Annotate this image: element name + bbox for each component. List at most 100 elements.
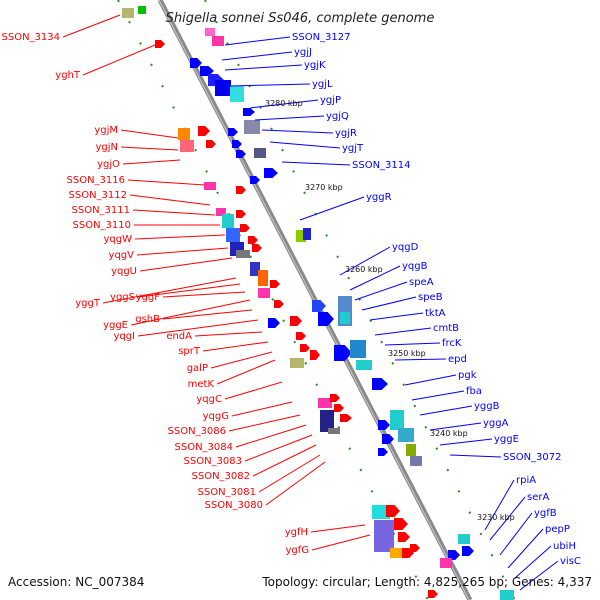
gene-feature-arrow [155,40,165,48]
gene-label-left: ygfG [285,545,309,556]
gene-feature-block [180,140,194,152]
gene-label-right: ygjR [335,128,357,139]
leader-line-left [134,234,226,240]
gene-label-left: SSON_3134 [2,32,61,43]
leader-line-left [102,277,237,304]
gene-feature-block [258,270,268,286]
kbp-tick-label: 3230 kbp [477,513,515,522]
gene-label-left: SSON_3086 [168,426,227,437]
leader-line-left [132,209,216,216]
gene-feature-block [390,548,404,558]
gene-feature-arrow [270,280,280,288]
leader-line-right [394,358,447,361]
gene-feature-block [296,230,306,242]
gene-feature-arrow [462,546,474,556]
gene-feature-arrow [268,318,280,328]
gene-label-left: galP [187,363,208,374]
kbp-tick-label: 3280 kbp [265,99,303,108]
gene-feature-block [122,8,134,18]
gene-feature-arrow [398,532,410,542]
gene-feature-arrow [300,344,310,352]
gene-label-right: ygfB [534,508,557,519]
gene-feature-arrow [312,300,326,312]
leader-line-left [265,461,326,506]
leader-line-left [162,309,253,320]
gene-label-left: ygjO [97,159,120,170]
leader-line-left [130,299,251,326]
leader-line-left [224,381,283,400]
gene-feature-block [340,312,350,324]
leader-line-left [194,331,263,337]
gene-feature-block [500,590,514,600]
gene-label-left: SSON_3111 [72,205,131,216]
gene-feature-arrow [248,236,258,244]
gene-label-left: ygfH [285,527,308,538]
genome-summary: Topology: circular; Length: 4,825,265 bp… [261,575,592,589]
gene-feature-arrow [378,420,390,430]
accession-label: Accession: NC_007384 [8,575,144,589]
gene-label-left: yggS [110,292,135,303]
gene-feature-arrow [330,394,340,402]
leader-line-right [299,196,365,221]
gene-feature-block [356,360,372,370]
gene-feature-arrow [198,126,210,136]
gene-feature-block [178,128,190,140]
gene-feature-block [250,262,260,276]
gene-label-right: frcK [442,338,462,349]
gene-label-right: visC [560,556,581,567]
gene-label-left: ygjN [95,142,118,153]
gene-label-left: gshB [135,314,160,325]
gene-feature-arrow [252,244,262,252]
gene-feature-block [230,86,244,102]
gene-label-right: speB [418,292,443,303]
gene-feature-arrow [334,404,344,412]
gene-label-left: yggE [103,320,128,331]
leader-line-right [411,390,465,401]
gene-label-right: ygjP [320,95,341,106]
gene-feature-arrow [200,66,214,76]
leader-line-left [202,341,269,352]
kbp-tick-label: 3270 kbp [305,183,343,192]
gene-label-right: yggA [483,418,509,429]
gene-feature-block [216,208,226,216]
leader-line-left [252,444,317,477]
leader-line-right [229,83,311,87]
gene-label-left: SSON_3112 [69,190,128,201]
gene-feature-arrow [228,128,238,136]
gene-labels: SSON_3134yghTygjMygjNygjOSSON_3116SSON_3… [2,32,581,567]
leader-line-left [137,283,241,298]
gene-label-left: yqgI [113,331,135,342]
gene-feature-block [372,505,390,519]
gene-label-left: endA [166,331,192,342]
gene-feature-block [212,36,224,46]
leader-line-left [120,146,179,151]
gene-feature-arrow [410,544,420,552]
leader-line-right [224,64,303,71]
gene-feature-arrow [290,316,302,326]
gene-feature-arrow [274,300,284,308]
gene-label-right: speA [409,277,434,288]
leader-line-right [484,479,515,531]
gene-label-left: metK [188,379,215,390]
gene-feature-block [205,28,215,36]
gene-feature-block [410,456,422,466]
gene-feature-block [254,148,266,158]
gene-label-left: yqgU [111,266,137,277]
gene-label-right: yggR [366,192,392,203]
gene-label-left: ygjM [94,125,118,136]
leader-line-right [281,161,351,166]
gene-feature-block [440,558,452,568]
leader-line-left [120,129,179,139]
gene-label-right: ygjT [342,143,364,154]
gene-label-left: SSON_3083 [184,456,243,467]
gene-feature-arrow [378,448,388,456]
leader-line-right [404,374,457,386]
left-tick-track [117,0,429,600]
leader-line-left [136,247,229,256]
gene-feature-arrow [206,140,216,148]
leader-line-left [127,179,206,186]
gene-feature-arrow [394,518,408,530]
